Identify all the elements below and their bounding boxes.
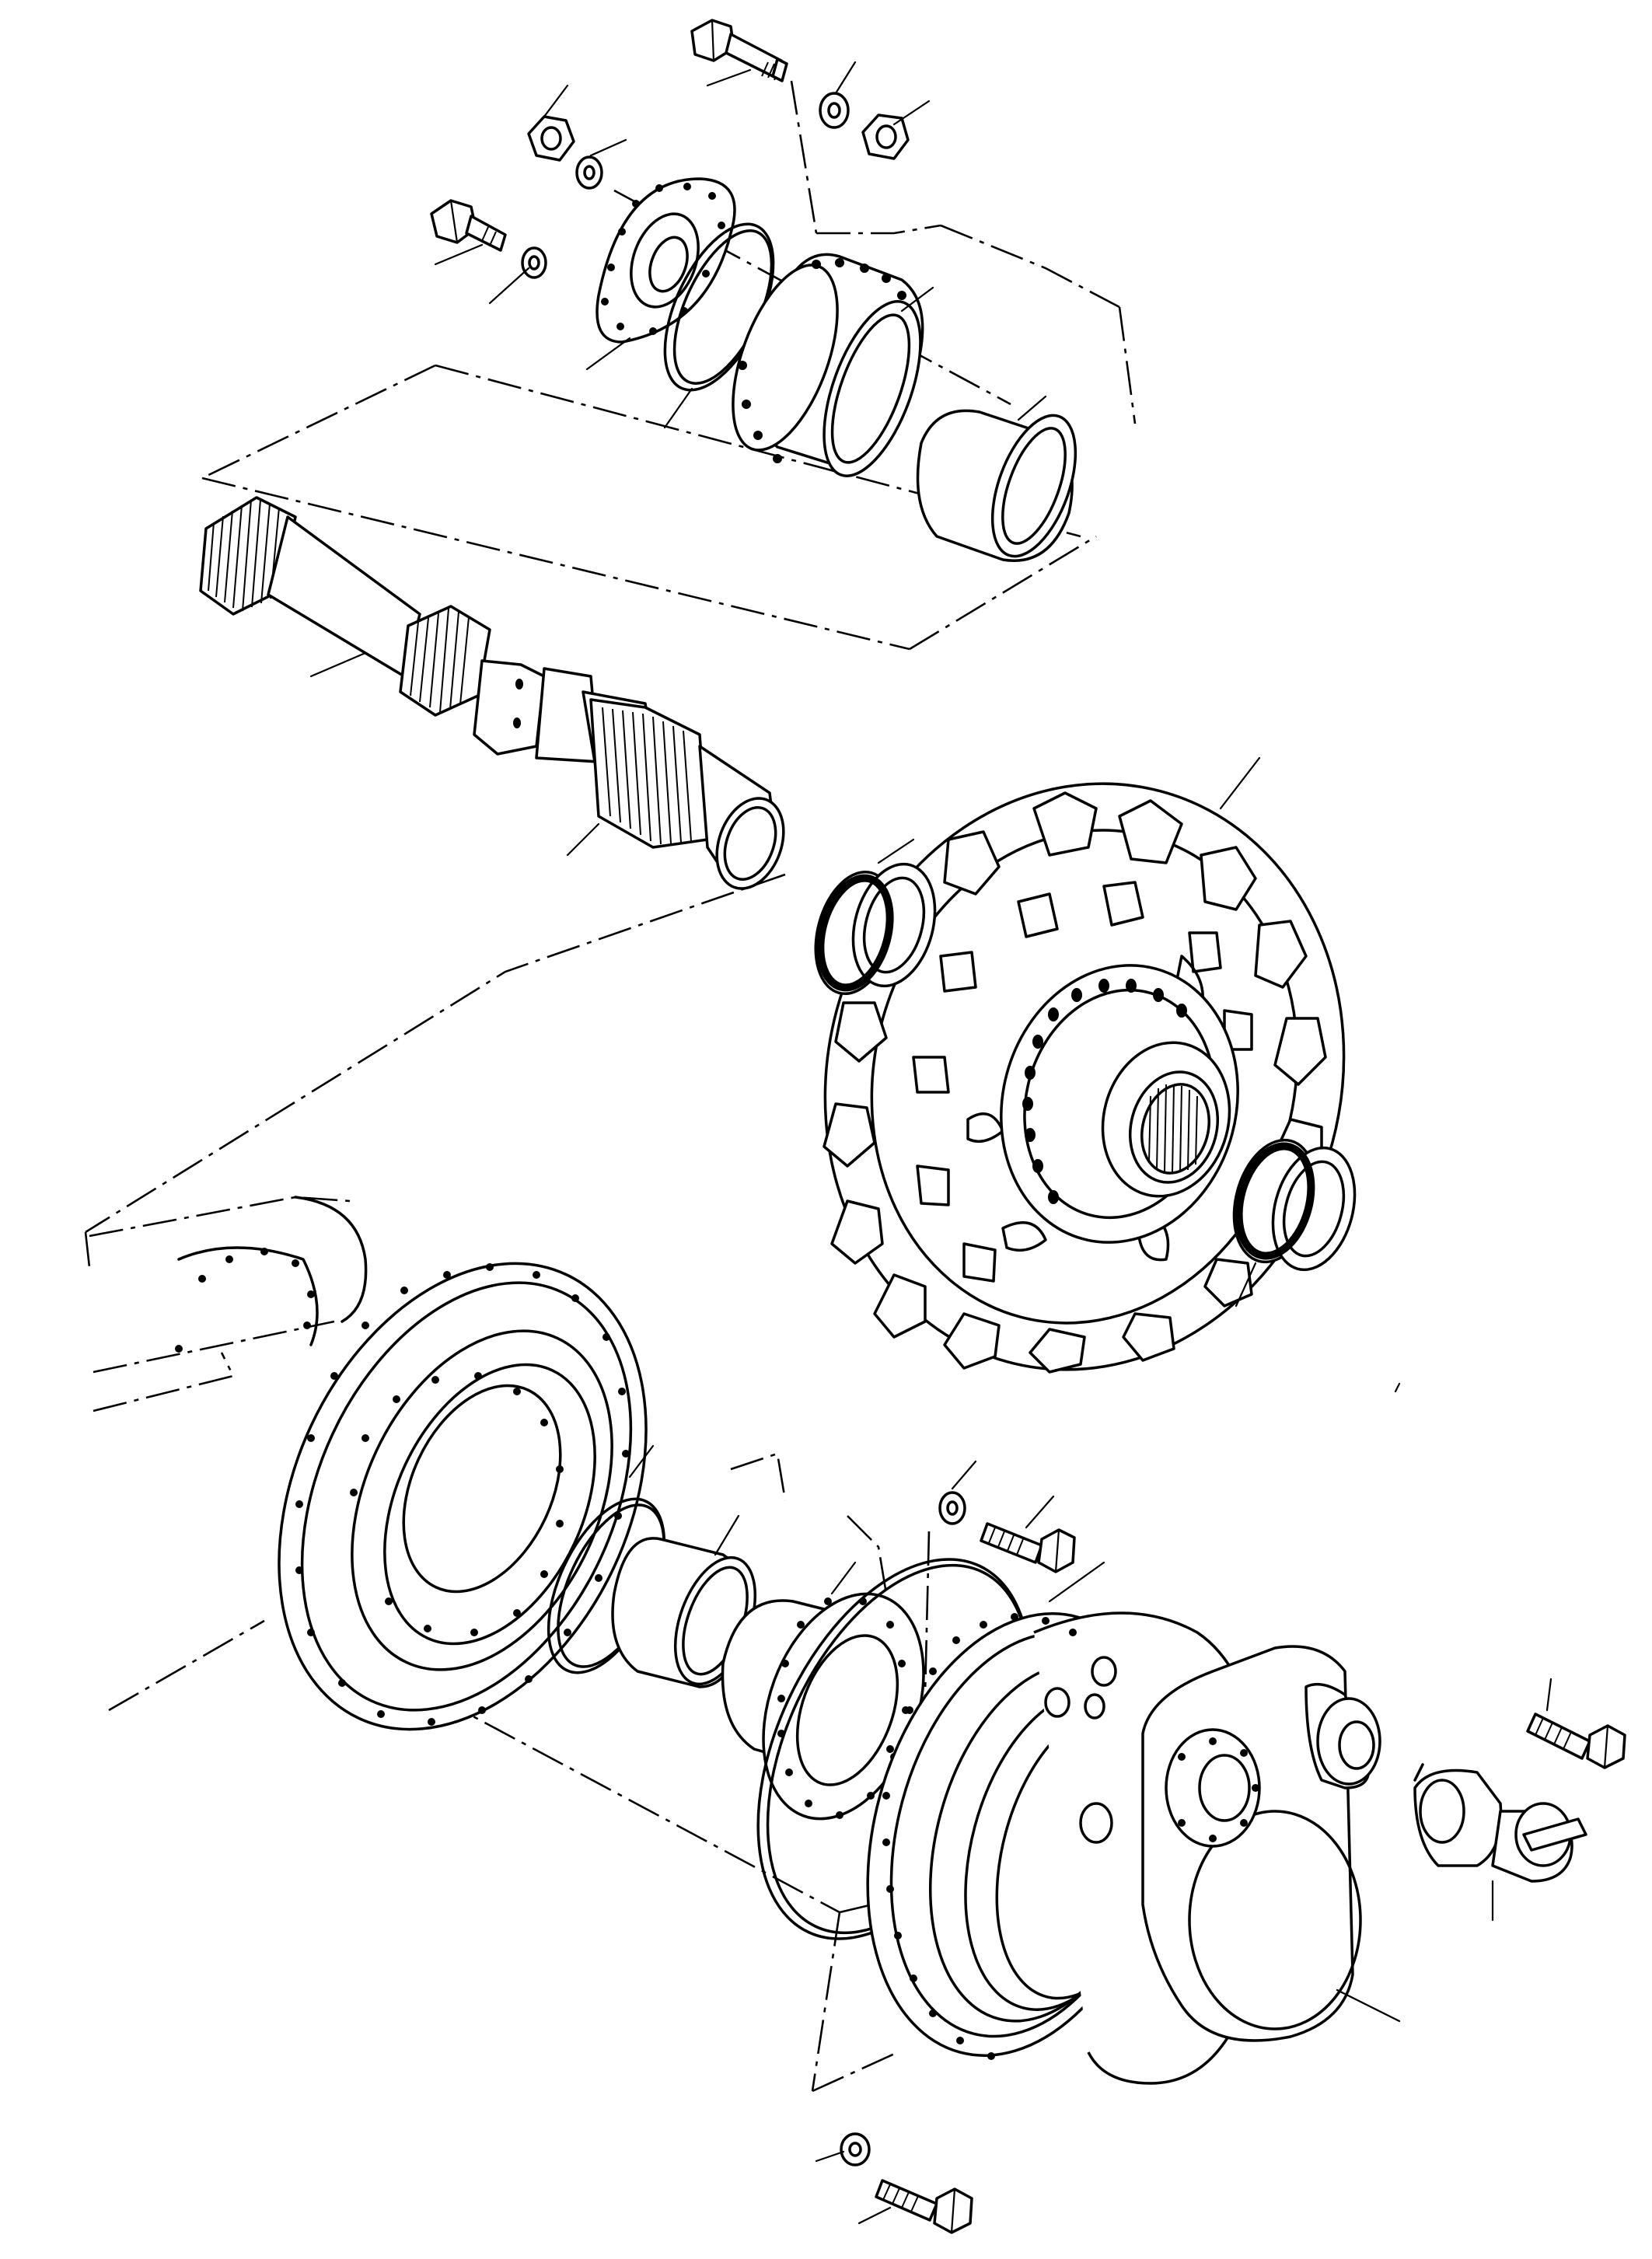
leader-washer-top: [834, 61, 857, 95]
leader-nut-flange: [543, 84, 569, 118]
stray-mark: [1394, 1382, 1401, 1393]
flange-bolt-holes: [295, 1263, 630, 1726]
leader-o-ring-upper: [663, 387, 693, 429]
leader-cup-housing: [900, 286, 934, 312]
leader-washer-lower: [951, 1460, 977, 1490]
housing-bolt-holes: [882, 1613, 1077, 2060]
leader-carrier: [830, 1561, 857, 1595]
leader-washer-flange: [589, 138, 627, 157]
hex-nut-top: [861, 113, 910, 160]
leader-shaft: [309, 651, 367, 678]
washer-bottom: [840, 2132, 871, 2166]
washer-top: [819, 92, 850, 129]
motor-fitting: [1413, 1763, 1587, 1883]
leader-cap-screw-lower: [1025, 1495, 1055, 1529]
flange-bolt-top: [690, 19, 788, 82]
leader-sprocket: [1219, 756, 1261, 810]
callout-leaders: [309, 61, 1552, 2225]
leader-washer-left: [488, 267, 530, 305]
leader-bearing-right: [1235, 1262, 1257, 1308]
leader-spacer: [714, 1514, 740, 1556]
washer-flange: [575, 155, 603, 190]
hex-nut-flange: [527, 115, 575, 162]
sprocket-inner-blocks: [912, 881, 1253, 1283]
leader-nut-top: [892, 100, 931, 126]
bearing-cup-housing: [732, 253, 924, 477]
cap-screw-lower: [980, 1522, 1076, 1573]
leader-o-ring-lower: [628, 1444, 655, 1479]
tapered-roller-bearing-right: [1232, 1138, 1357, 1272]
sprocket-hub: [823, 782, 1346, 1374]
leader-bolt-left: [434, 243, 484, 266]
motor-mounting-bolt: [1526, 1713, 1626, 1769]
track-frame-beam: [89, 1196, 368, 1712]
leader-bearing-left: [877, 838, 915, 864]
hydraulic-motor: [1141, 1645, 1381, 2042]
bearing-cone-upper: [916, 409, 1077, 562]
leader-housing: [1336, 1988, 1401, 2023]
washer-left: [521, 246, 547, 279]
leader-washer-bottom: [815, 2150, 845, 2163]
cap-screw-bottom: [875, 2179, 973, 2234]
leader-flange: [585, 337, 631, 371]
leader-seal-ring: [1048, 1561, 1105, 1603]
leader-cap-screw-bottom: [857, 2206, 892, 2225]
washer-lower: [938, 1491, 966, 1525]
final-drive-housing-flange: [278, 1262, 648, 1731]
hub-bolt-holes: [1022, 979, 1187, 1204]
leader-motor-bolt: [1545, 1678, 1552, 1712]
splined-drive-shaft: [199, 496, 785, 890]
leader-flange-bolt-top: [706, 68, 752, 87]
flange-bolt-left: [430, 199, 507, 252]
bearing-carrier: [721, 1592, 925, 1821]
leader-shaft-spline: [566, 822, 600, 857]
bearing-retainer-flange: [595, 177, 736, 344]
leader-bearing-cone: [1017, 395, 1047, 421]
tapered-roller-bearing-left: [814, 862, 937, 996]
